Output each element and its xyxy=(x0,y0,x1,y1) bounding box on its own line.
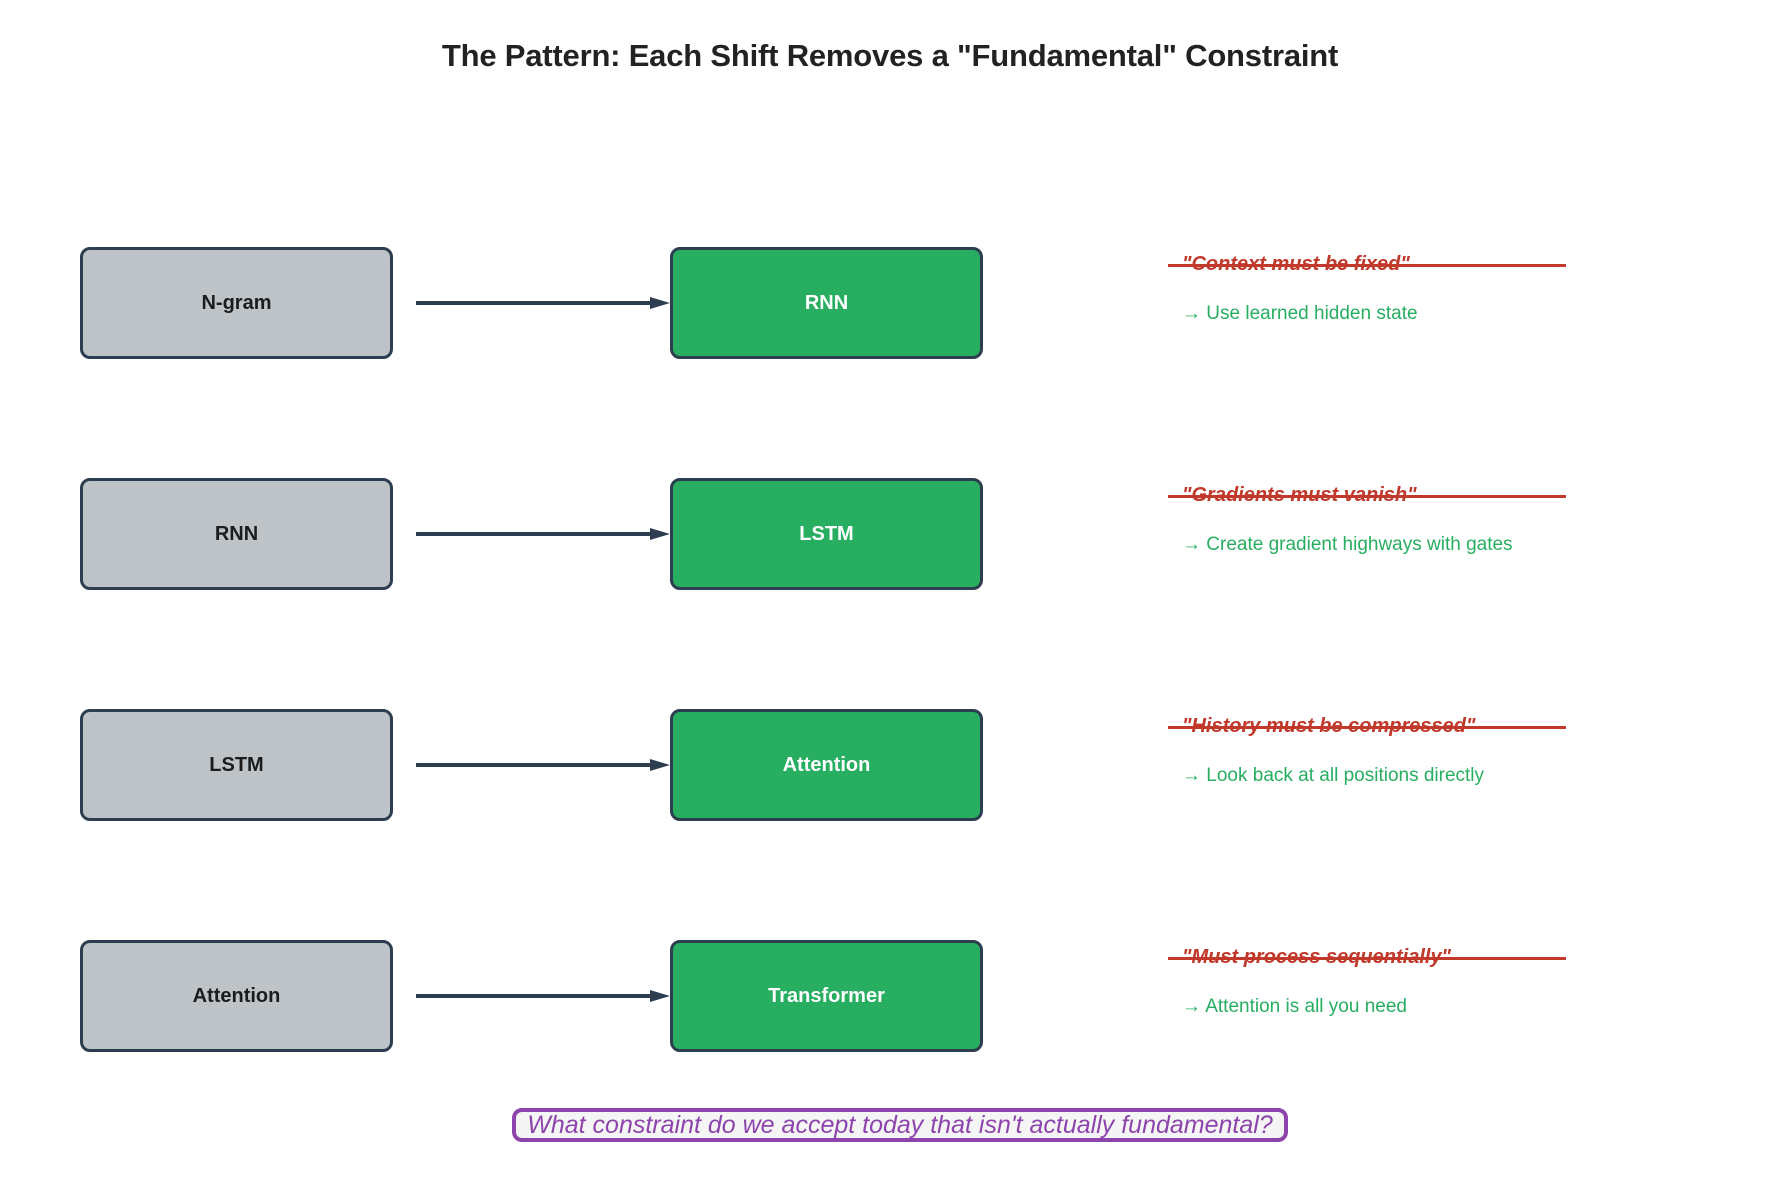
node-label: Transformer xyxy=(768,984,885,1007)
arrow-head xyxy=(650,528,670,540)
constraint-strikethrough-group: "History must be compressed" xyxy=(1168,713,1568,743)
constraint-strikethrough-group: "Gradients must vanish" xyxy=(1168,482,1568,512)
solution-text: → Look back at all positions directly xyxy=(1182,765,1485,786)
node-label: N-gram xyxy=(201,291,272,314)
closing-question-text: What constraint do we accept today that … xyxy=(527,1111,1273,1139)
node-from-lstm[interactable]: LSTM xyxy=(80,709,393,821)
flow-row-1: N-gram RNN "Context must be fixed" → Use… xyxy=(0,247,1780,359)
node-to-attention[interactable]: Attention xyxy=(670,709,983,821)
node-label: LSTM xyxy=(799,522,854,545)
node-to-rnn[interactable]: RNN xyxy=(670,247,983,359)
constraint-strikethrough-group: "Context must be fixed" xyxy=(1168,251,1568,281)
node-from-attention[interactable]: Attention xyxy=(80,940,393,1052)
flow-row-3: LSTM Attention "History must be compress… xyxy=(0,709,1780,821)
arrow-shaft xyxy=(416,301,650,305)
node-label: Attention xyxy=(192,984,281,1007)
node-to-transformer[interactable]: Transformer xyxy=(670,940,983,1052)
arrow-icon-4 xyxy=(416,990,670,1002)
arrow-head xyxy=(650,990,670,1002)
solution-text: → Use learned hidden state xyxy=(1182,303,1418,324)
strikethrough-line xyxy=(1168,495,1566,498)
node-to-lstm[interactable]: LSTM xyxy=(670,478,983,590)
node-label: RNN xyxy=(214,522,259,545)
arrow-icon-1 xyxy=(416,297,670,309)
strikethrough-line xyxy=(1168,957,1566,960)
arrow-shaft xyxy=(416,763,650,767)
solution-text: → Attention is all you need xyxy=(1182,996,1407,1017)
strikethrough-line xyxy=(1168,726,1566,729)
node-label: LSTM xyxy=(209,753,264,776)
arrow-icon-3 xyxy=(416,759,670,771)
arrow-head xyxy=(650,297,670,309)
closing-question-box: What constraint do we accept today that … xyxy=(512,1108,1288,1142)
arrow-shaft xyxy=(416,994,650,998)
arrow-icon-2 xyxy=(416,528,670,540)
flow-row-2: RNN LSTM "Gradients must vanish" → Creat… xyxy=(0,478,1780,590)
node-from-rnn[interactable]: RNN xyxy=(80,478,393,590)
solution-text: → Create gradient highways with gates xyxy=(1182,534,1513,555)
node-label: RNN xyxy=(804,291,849,314)
page-title: The Pattern: Each Shift Removes a "Funda… xyxy=(441,38,1339,73)
arrow-head xyxy=(650,759,670,771)
arrow-shaft xyxy=(416,532,650,536)
flow-row-4: Attention Transformer "Must process sequ… xyxy=(0,940,1780,1052)
node-from-ngram[interactable]: N-gram xyxy=(80,247,393,359)
constraint-strikethrough-group: "Must process sequentially" xyxy=(1168,944,1568,974)
strikethrough-line xyxy=(1168,264,1566,267)
node-label: Attention xyxy=(782,753,871,776)
